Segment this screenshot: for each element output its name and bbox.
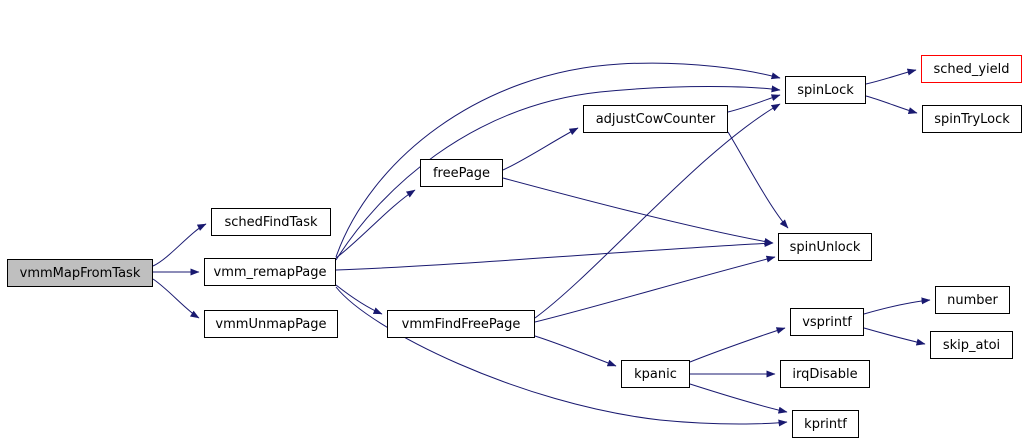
- graph-node-label: spinUnlock: [789, 239, 861, 255]
- graph-edge-spinLock-to-spinTryLock: [865, 95, 918, 114]
- graph-node-label: sched_yield: [933, 61, 1010, 77]
- graph-node-label: adjustCowCounter: [595, 111, 716, 127]
- graph-node-label: spinLock: [797, 82, 854, 98]
- graph-node-vmm_remapPage[interactable]: vmm_remapPage: [204, 258, 336, 286]
- graph-edge-vmm_remapPage-to-spinLock: [335, 85, 781, 261]
- graph-edge-vmm_remapPage-to-freePage: [335, 189, 416, 259]
- graph-edge-spinLock-to-sched_yield: [865, 68, 917, 85]
- graph-node-label: vmmFindFreePage: [401, 316, 521, 332]
- graph-edge-kpanic-to-vsprintf: [689, 327, 786, 363]
- graph-node-kpanic[interactable]: kpanic: [621, 360, 690, 388]
- graph-node-adjustCowCounter[interactable]: adjustCowCounter: [583, 105, 728, 133]
- graph-node-label: vmm_remapPage: [213, 264, 327, 280]
- graph-edge-vmm_remapPage-to-spinLock: [335, 62, 781, 258]
- graph-node-label: kpanic: [634, 366, 677, 382]
- graph-node-vmmMapFromTask[interactable]: vmmMapFromTask: [7, 259, 153, 287]
- edges-group: [152, 62, 931, 427]
- graph-node-skip_atoi[interactable]: skip_atoi: [930, 331, 1013, 359]
- graph-node-label: vsprintf: [802, 314, 852, 330]
- graph-edge-vmmFindFreePage-to-spinLock: [534, 103, 781, 319]
- graph-edge-vmm_remapPage-to-vmmFindFreePage: [335, 284, 383, 315]
- graph-node-spinUnlock[interactable]: spinUnlock: [778, 233, 872, 261]
- graph-node-freePage[interactable]: freePage: [420, 159, 503, 187]
- graph-node-vmmFindFreePage[interactable]: vmmFindFreePage: [387, 310, 535, 338]
- graph-node-label: number: [947, 292, 998, 308]
- graph-edge-freePage-to-adjustCowCounter: [502, 127, 579, 171]
- graph-node-label: irqDisable: [792, 366, 858, 382]
- graph-edge-vsprintf-to-number: [863, 297, 931, 315]
- graph-edge-adjustCowCounter-to-spinUnlock: [727, 131, 789, 229]
- graph-edge-vmmFindFreePage-to-kpanic: [534, 335, 617, 367]
- graph-edge-vmmMapFromTask-to-schedFindTask: [152, 223, 207, 267]
- graph-node-label: spinTryLock: [934, 111, 1010, 127]
- graph-edge-freePage-to-spinUnlock: [502, 177, 774, 245]
- graph-node-label: schedFindTask: [224, 214, 318, 230]
- graph-node-spinLock[interactable]: spinLock: [785, 76, 866, 104]
- graph-node-vsprintf[interactable]: vsprintf: [790, 308, 864, 336]
- graph-node-sched_yield[interactable]: sched_yield: [921, 55, 1022, 83]
- graph-node-kprintf[interactable]: kprintf: [792, 410, 859, 438]
- graph-node-label: skip_atoi: [942, 337, 1001, 353]
- graph-node-irqDisable[interactable]: irqDisable: [780, 360, 870, 388]
- graph-edge-adjustCowCounter-to-spinLock: [727, 94, 781, 113]
- graph-node-vmmUnmapPage[interactable]: vmmUnmapPage: [204, 310, 338, 338]
- graph-edge-vmmMapFromTask-to-vmmUnmapPage: [152, 278, 200, 319]
- graph-edge-vmm_remapPage-to-kprintf: [335, 286, 788, 427]
- graph-edge-vsprintf-to-skip_atoi: [863, 327, 926, 346]
- graph-edge-vmm_remapPage-to-spinUnlock: [335, 239, 774, 271]
- graph-node-label: vmmMapFromTask: [19, 265, 141, 281]
- graph-node-label: vmmUnmapPage: [215, 316, 327, 332]
- graph-edge-vmmFindFreePage-to-spinUnlock: [534, 255, 776, 323]
- graph-node-spinTryLock[interactable]: spinTryLock: [922, 105, 1022, 133]
- graph-node-label: freePage: [432, 165, 491, 181]
- graph-edge-kpanic-to-kprintf: [689, 383, 788, 414]
- graph-node-number[interactable]: number: [935, 286, 1010, 314]
- graph-node-label: kprintf: [804, 416, 847, 432]
- graph-node-schedFindTask[interactable]: schedFindTask: [211, 208, 331, 236]
